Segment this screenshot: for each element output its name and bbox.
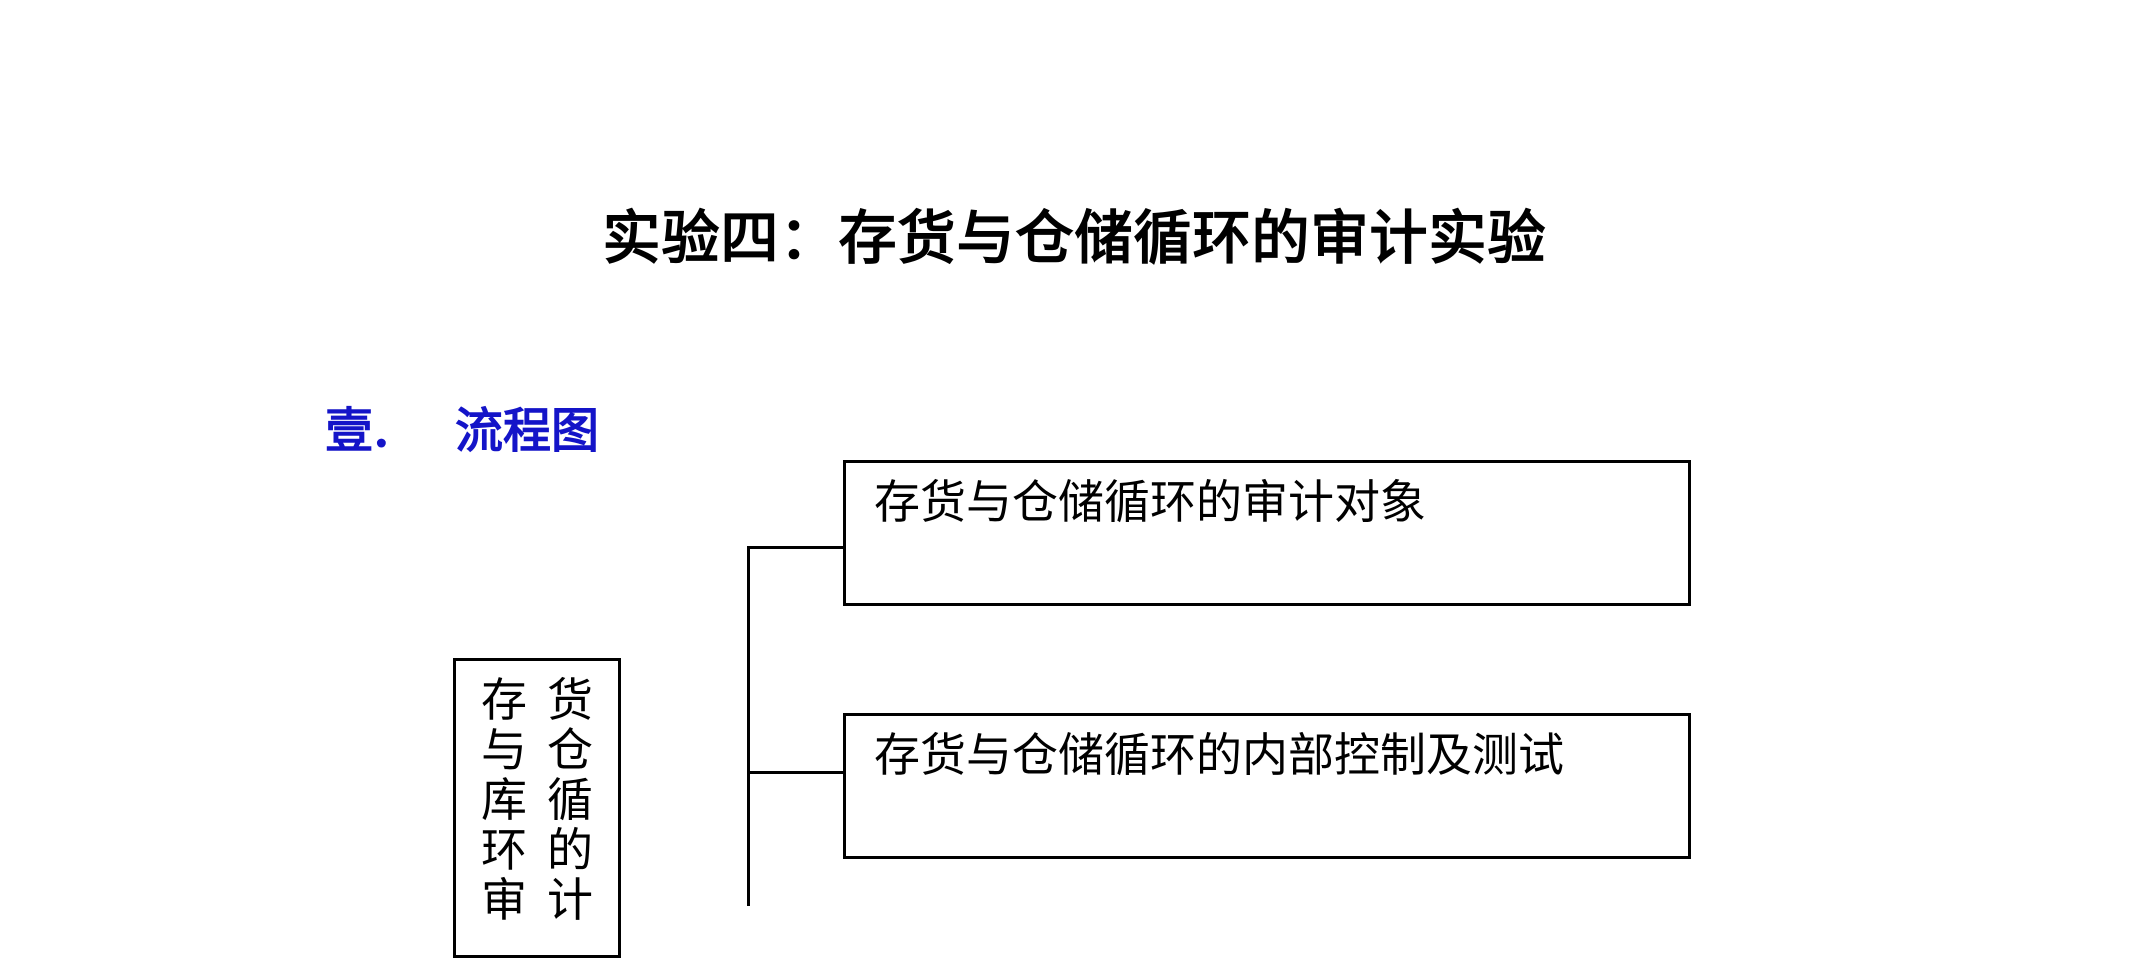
section-title: 流程图 bbox=[455, 403, 600, 459]
branch-connector-2 bbox=[747, 771, 845, 774]
root-label-column-left: 存与库环审 bbox=[481, 673, 527, 927]
section-heading: 壹. 流程图 bbox=[325, 400, 599, 462]
branch-connector-1 bbox=[747, 546, 845, 549]
document-title: 实验四：存货与仓储循环的审计实验 bbox=[602, 204, 1547, 272]
flowchart-root-box: 存与库环审 货仓循的计 bbox=[453, 658, 621, 958]
flowchart-box-audit-object: 存货与仓储循环的审计对象 bbox=[843, 460, 1691, 606]
section-number: 壹. bbox=[325, 403, 390, 459]
flowchart-box-internal-control: 存货与仓储循环的内部控制及测试 bbox=[843, 713, 1691, 859]
root-label-column-right: 货仓循的计 bbox=[547, 673, 593, 927]
flowchart-trunk-line bbox=[747, 546, 750, 906]
flowchart-box-label: 存货与仓储循环的审计对象 bbox=[874, 475, 1426, 529]
flowchart-box-label: 存货与仓储循环的内部控制及测试 bbox=[874, 728, 1564, 782]
